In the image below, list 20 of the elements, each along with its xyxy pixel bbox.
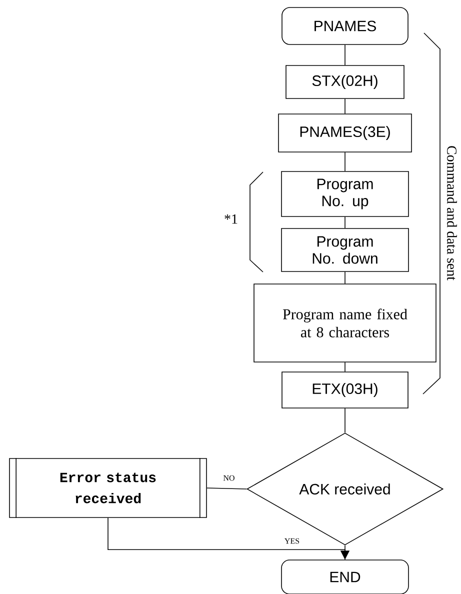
footnote-mark: *1 [224,214,238,224]
connector-line [344,216,346,228]
side-note: Command and data sent [447,146,457,280]
connector-line [344,272,346,284]
process-box: ETX(03H) [282,372,408,408]
process-box: Program No. up [281,171,409,217]
process-box: PNAMES(3E) [278,114,412,152]
terminal-box: END [281,560,409,594]
connector-line [344,44,346,66]
connector-line [344,152,346,172]
subroutine-box: Error status received [9,458,207,518]
connector-line [344,362,346,372]
terminal-box: PNAMES [282,7,408,45]
connector-line [206,488,247,490]
connector-line [344,408,346,433]
process-box: STX(02H) [286,65,404,99]
process-box: Program name fixed at 8 characters [254,284,436,362]
connector-line [344,545,346,560]
connector-line [344,98,346,114]
process-box: Program No. down [281,228,409,272]
